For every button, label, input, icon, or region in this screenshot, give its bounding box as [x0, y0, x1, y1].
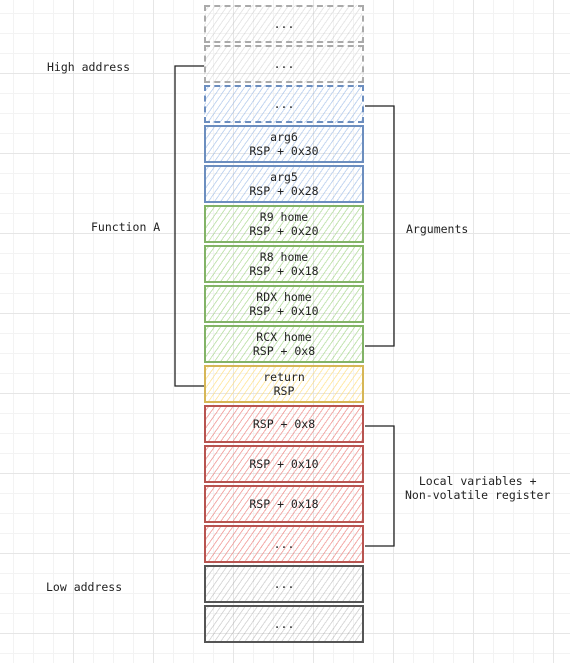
locals-label: Local variables + Non-volatile register	[405, 474, 550, 502]
stack-slot-text: RSP	[273, 384, 295, 398]
stack-slot-text: ...	[273, 537, 295, 551]
stack-slot-text: ...	[273, 577, 295, 591]
stack-slot: ...	[204, 5, 364, 43]
stack-slot: ...	[204, 605, 364, 643]
stack-slot-text: RCX home	[256, 330, 312, 344]
stack-slot-text: RSP + 0x28	[249, 184, 319, 198]
stack-slot-text: R8 home	[259, 250, 309, 264]
high-address-label: High address	[47, 60, 131, 74]
arguments-bracket	[365, 105, 395, 347]
stack-slot: ...	[204, 525, 364, 563]
stack-slot: ...	[204, 45, 364, 83]
arguments-label: Arguments	[406, 222, 469, 236]
stack-slot-text: ...	[273, 97, 295, 111]
locals-label-line-1: Local variables +	[418, 474, 537, 488]
stack-slot-text: RSP + 0x18	[249, 264, 319, 278]
stack-slot-text: RSP + 0x20	[249, 224, 319, 238]
function-a-label: Function A	[91, 220, 161, 234]
locals-label-line-2: Non-volatile register	[405, 488, 551, 502]
locals-bracket	[365, 425, 395, 547]
stack-slot: ...	[204, 85, 364, 123]
stack-slot-text: return	[263, 370, 305, 384]
stack-slot-text: R9 home	[259, 210, 309, 224]
low-address-label: Low address	[46, 580, 123, 594]
stack-slot-text: RSP + 0x30	[249, 144, 319, 158]
stack-slot-text: ...	[273, 617, 295, 631]
stack-slot-text: arg6	[270, 130, 298, 144]
stack-slot: RSP + 0x8	[204, 405, 364, 443]
stack-slot: RSP + 0x18	[204, 485, 364, 523]
stack-slot-text: RSP + 0x8	[252, 417, 316, 431]
stack-slot: ...	[204, 565, 364, 603]
stack-slot-text: RDX home	[256, 290, 312, 304]
function-a-bracket	[174, 65, 204, 387]
stack-slot: RSP + 0x10	[204, 445, 364, 483]
stack-slot-text: ...	[273, 17, 295, 31]
stack-slot-text: RSP + 0x8	[252, 344, 316, 358]
stack-slot-text: ...	[273, 57, 295, 71]
stack-slot-text: arg5	[270, 170, 298, 184]
stack-slot-text: RSP + 0x10	[249, 304, 319, 318]
stack-slot-text: RSP + 0x18	[249, 497, 319, 511]
stack-slot-text: RSP + 0x10	[249, 457, 319, 471]
